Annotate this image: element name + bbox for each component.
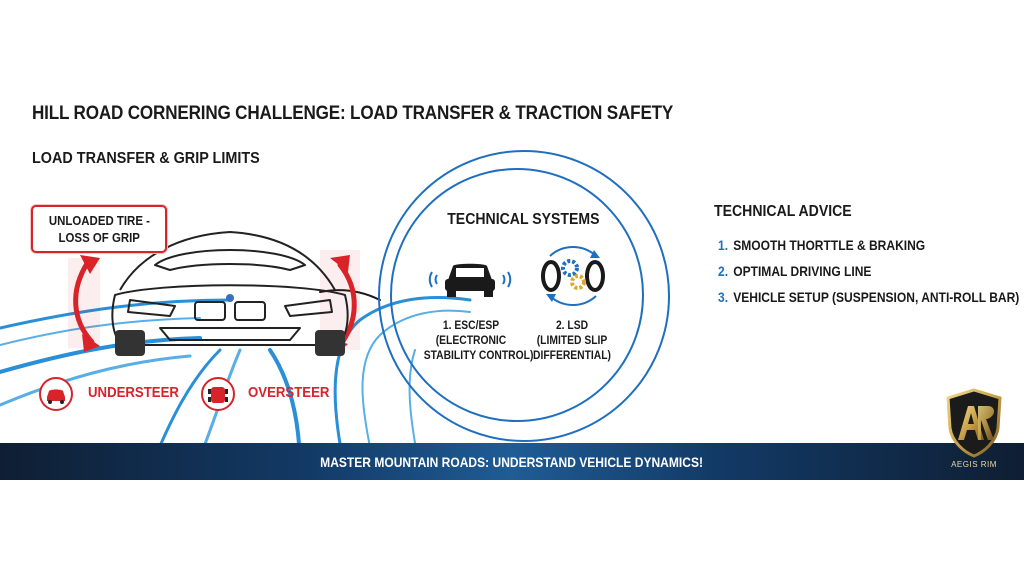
esc-line-3: STABILITY CONTROL) (423, 348, 534, 362)
advice-item: 1.SMOOTH THORTTLE & BRAKING (718, 236, 1019, 262)
systems-outer-ring (378, 150, 670, 442)
advice-item-number: 1. (718, 237, 729, 253)
unloaded-tire-callout: UNLOADED TIRE - LOSS OF GRIP (31, 205, 167, 253)
advice-item-text: OPTIMAL DRIVING LINE (733, 263, 872, 279)
oversteer-label: OVERSTEER (248, 384, 330, 401)
callout-line-2: LOSS OF GRIP (58, 230, 140, 245)
callout-line-1: UNLOADED TIRE - (48, 213, 150, 228)
lsd-gears-icon (541, 246, 605, 306)
advice-item-number: 2. (718, 263, 729, 279)
banner-text: MASTER MOUNTAIN ROADS: UNDERSTAND VEHICL… (320, 453, 704, 470)
advice-title: TECHNICAL ADVICE (714, 203, 852, 220)
section-subtitle: LOAD TRANSFER & GRIP LIMITS (32, 150, 260, 167)
oversteer-car-icon (201, 377, 235, 411)
page-title: HILL ROAD CORNERING CHALLENGE: LOAD TRAN… (32, 103, 674, 124)
lsd-line-3: DIFFERENTIAL) (533, 348, 611, 362)
systems-title: TECHNICAL SYSTEMS (447, 211, 600, 228)
esc-line-2: (ELECTRONIC (435, 333, 507, 347)
esc-label: 1. ESC/ESP (ELECTRONIC STABILITY CONTROL… (423, 318, 534, 363)
understeer-car-icon (39, 377, 73, 411)
lsd-label: 2. LSD (LIMITED SLIP DIFFERENTIAL) (529, 318, 615, 363)
lsd-line-2: (LIMITED SLIP (536, 333, 608, 347)
understeer-label: UNDERSTEER (88, 384, 179, 401)
advice-item-number: 3. (718, 289, 729, 305)
bottom-banner: MASTER MOUNTAIN ROADS: UNDERSTAND VEHICL… (0, 443, 1024, 480)
systems-inner-ring (390, 168, 644, 422)
advice-list: 1.SMOOTH THORTTLE & BRAKING 2.OPTIMAL DR… (718, 236, 1024, 314)
advice-item-text: SMOOTH THORTTLE & BRAKING (733, 237, 926, 253)
esc-line-1: 1. ESC/ESP (442, 318, 500, 332)
sports-car-illustration (111, 231, 349, 356)
shield-logo-icon (946, 388, 1002, 458)
esc-car-icon (428, 263, 512, 297)
advice-item: 3.VEHICLE SETUP (SUSPENSION, ANTI-ROLL B… (718, 288, 1019, 314)
advice-item: 2.OPTIMAL DRIVING LINE (718, 262, 1019, 288)
logo-text: AEGIS RIM (951, 460, 997, 469)
advice-item-text: VEHICLE SETUP (SUSPENSION, ANTI-ROLL BAR… (733, 289, 1020, 305)
lsd-line-1: 2. LSD (555, 318, 589, 332)
